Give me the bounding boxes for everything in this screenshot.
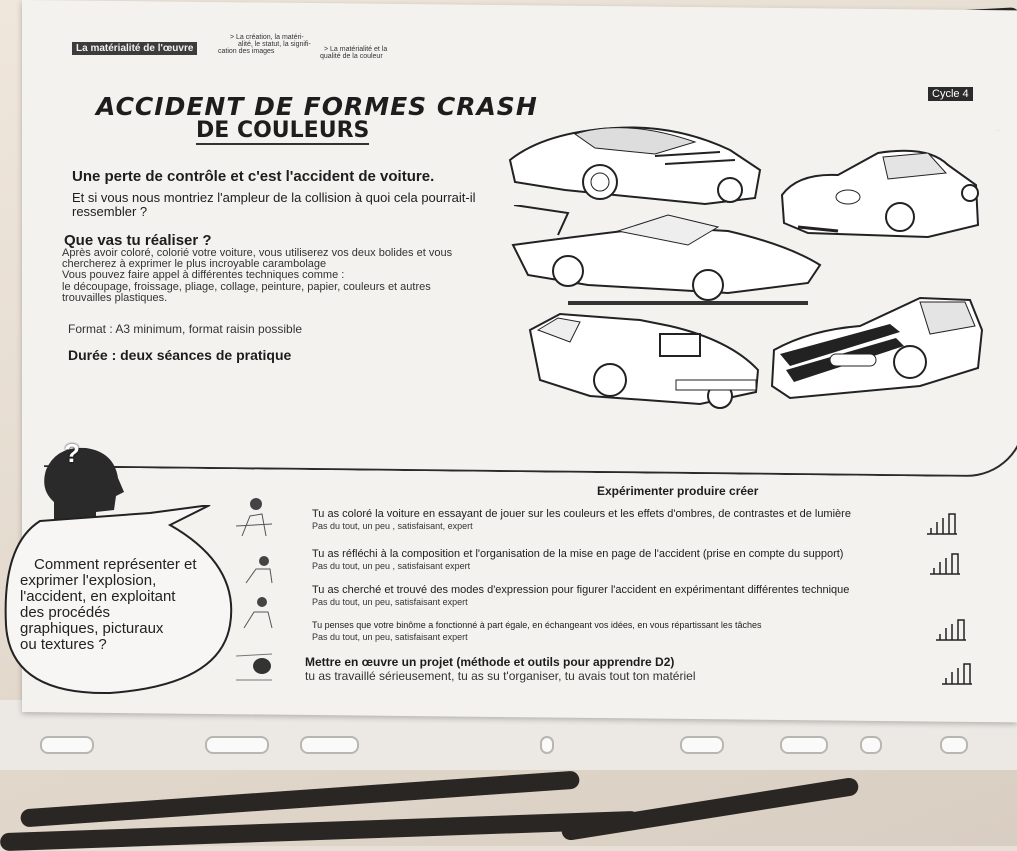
gauge-icon xyxy=(930,553,960,575)
binder-hole xyxy=(780,736,828,754)
page-title: ACCIDENT DE FORMES CRASH xyxy=(96,92,538,121)
side-question-line: graphiques, picturaux xyxy=(20,620,164,637)
intro-question-1: Et si vous nous montriez l'ampleur de la… xyxy=(72,190,476,205)
question-mark: ? xyxy=(64,438,80,468)
tab-line: > La création, la matéri- xyxy=(230,34,304,41)
intro-question-2: ressembler ? xyxy=(72,204,148,219)
task-line: chercherez à exprimer le plus incroyable… xyxy=(62,258,327,270)
header-tab-active: La matérialité de l'œuvre xyxy=(72,42,198,55)
gauge-icon xyxy=(936,619,966,641)
gauge-icon xyxy=(927,513,957,535)
side-question-line: des procédés xyxy=(20,604,111,621)
cycle-badge: Cycle 4 xyxy=(928,87,973,101)
tab-line: alité, le statut, la signifi- xyxy=(238,41,311,48)
header-tab-couleur: > La matérialité et la qualité de la cou… xyxy=(320,46,387,60)
task-duration: Durée : deux séances de pratique xyxy=(68,347,292,363)
side-question-line: exprimer l'explosion, xyxy=(20,572,157,589)
binder-hole xyxy=(680,736,724,754)
intro-heading: Une perte de contrôle et c'est l'acciden… xyxy=(72,168,435,185)
tab-line: qualité de la couleur xyxy=(320,53,383,60)
task-heading: Que vas tu réaliser ? xyxy=(64,232,212,249)
car-ferrari-icon xyxy=(508,126,762,206)
car-porsche-icon xyxy=(780,149,980,239)
student-figure-icon xyxy=(243,597,273,629)
task-line: Après avoir coloré, colorié votre voitur… xyxy=(62,247,453,259)
task-line: trouvailles plastiques. xyxy=(62,292,168,304)
rubric-title: Expérimenter produire créer xyxy=(597,484,759,498)
rubric-item-text: Tu as cherché et trouvé des modes d'expr… xyxy=(312,584,850,596)
student-figure-icon xyxy=(235,498,273,537)
binder-hole xyxy=(300,736,359,754)
binder-hole xyxy=(40,736,94,754)
binder-hole xyxy=(540,736,554,754)
rubric-item-scale: Pas du tout, un peu, satisfaisant expert xyxy=(312,632,468,642)
student-figure-icon xyxy=(235,653,273,681)
side-question-line: Comment représenter et xyxy=(34,556,197,573)
side-question-line: l'accident, en exploitant xyxy=(20,588,176,605)
binder-hole xyxy=(205,736,269,754)
car-musclecar-icon xyxy=(528,312,760,409)
rubric-item-text: Tu as réfléchi à la composition et l'org… xyxy=(312,548,844,560)
side-question-line: ou textures ? xyxy=(20,636,107,653)
car-daytona-icon xyxy=(511,205,822,305)
tab-line: cation des images xyxy=(218,48,275,55)
car-skyline-icon xyxy=(770,296,984,400)
task-line: Vous pouvez faire appel à différentes te… xyxy=(62,269,345,281)
gauge-icon xyxy=(942,663,972,685)
rubric-item-scale: Pas du tout, un peu , satisfaisant, expe… xyxy=(312,521,473,531)
binder-hole xyxy=(940,736,968,754)
tab-line: > La matérialité et la xyxy=(324,46,388,53)
speech-bubble xyxy=(4,505,233,695)
rubric-final-text: tu as travaillé sérieusement, tu as su t… xyxy=(305,669,696,683)
head-silhouette-icon xyxy=(44,447,125,520)
rubric-item-text: Tu penses que votre binôme a fonctionné … xyxy=(312,620,762,630)
binder-hole xyxy=(860,736,882,754)
rubric-item-scale: Pas du tout, un peu , satisfaisant exper… xyxy=(312,561,471,571)
rubric-final-title: Mettre en œuvre un projet (méthode et ou… xyxy=(305,655,675,669)
rubric-item-scale: Pas du tout, un peu, satisfaisant expert xyxy=(312,597,468,607)
rubric-item-text: Tu as coloré la voiture en essayant de j… xyxy=(312,508,851,520)
page-subtitle: DE COULEURS xyxy=(196,118,370,145)
student-figure-icon xyxy=(245,556,273,584)
task-line: le découpage, froissage, pliage, collage… xyxy=(62,281,431,293)
task-format: Format : A3 minimum, format raisin possi… xyxy=(68,322,303,336)
header-tab-creation: > La création, la matéri- alité, le stat… xyxy=(208,34,311,55)
